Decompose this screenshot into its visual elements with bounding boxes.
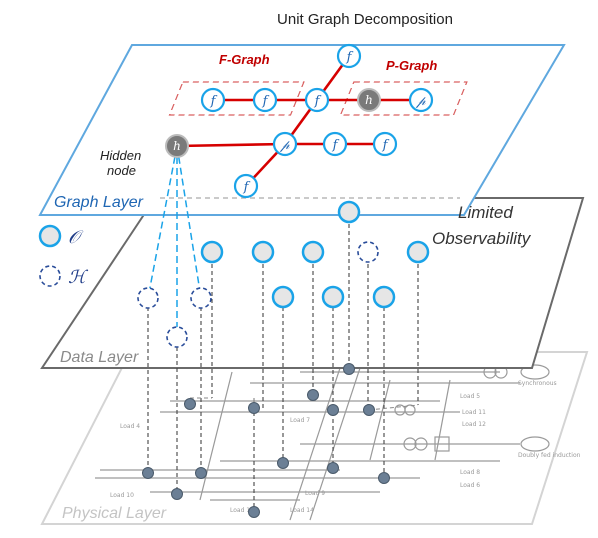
physical-points (142, 363, 390, 518)
p-graph-box (339, 81, 468, 116)
hidden-data-node (357, 241, 379, 263)
physical-layer: Load 10 Load 9 Load 4 Load 11 Load 12 Lo… (40, 351, 589, 525)
legend-hidden-symbol: ℋ (68, 267, 89, 288)
physical-point (277, 457, 289, 469)
physical-point (363, 404, 375, 416)
hidden-data-node (190, 287, 212, 309)
factor-node: f (200, 87, 226, 113)
phys-label: Load 8 (460, 469, 480, 476)
observed-data-node (321, 285, 345, 309)
phys-label: Load 14 (290, 507, 314, 514)
physical-point (248, 506, 260, 518)
physical-point (171, 488, 183, 500)
phys-label: Load 5 (460, 393, 480, 400)
hidden-data-node (166, 326, 188, 348)
legend-hidden-node (39, 265, 61, 287)
physical-point (195, 467, 207, 479)
legend: 𝒪 ℋ (38, 224, 89, 288)
observed-data-node (372, 285, 396, 309)
factor-node: f (252, 87, 278, 113)
phys-label: Load 12 (462, 421, 486, 428)
physical-point (327, 404, 339, 416)
limited-observability-label: Observability (432, 229, 532, 248)
svg-text:𝓅: 𝓅 (279, 138, 290, 153)
physical-point (378, 472, 390, 484)
observed-data-node (337, 200, 361, 224)
phys-label: Load 6 (460, 482, 480, 489)
data-nodes-observed (200, 200, 430, 309)
physical-faint-labels: Load 10 Load 9 Load 4 Load 11 Load 12 Lo… (110, 380, 581, 514)
hidden-data-node (137, 287, 159, 309)
hidden-node-label: node (107, 163, 136, 178)
hidden-node-label: Hidden (100, 148, 141, 163)
diagram-title: Unit Graph Decomposition (277, 11, 453, 28)
observed-data-node (271, 285, 295, 309)
physical-point (343, 363, 355, 375)
factor-node: f (372, 131, 398, 157)
physical-layer-label: Physical Layer (62, 505, 167, 522)
p-graph-label: P-Graph (386, 58, 437, 73)
physical-circuit (95, 355, 550, 521)
f-graph-box (168, 81, 305, 116)
data-layer-label: Data Layer (60, 349, 139, 366)
svg-text:f: f (332, 138, 340, 153)
factor-node: f (304, 87, 330, 113)
phys-label: Load 7 (290, 417, 310, 424)
legend-observed-symbol: 𝒪 (68, 227, 84, 248)
legend-observed-node (38, 224, 62, 248)
phys-label: Load 10 (110, 492, 134, 499)
phys-label: Doubly fed induction (518, 452, 581, 459)
svg-text:f: f (314, 94, 322, 109)
pmu-node: 𝓅 (272, 131, 298, 157)
graph-layer: Graph Layer (38, 44, 566, 216)
physical-point (248, 402, 260, 414)
phys-label: Load 4 (120, 423, 140, 430)
f-graph-label: F-Graph (219, 52, 270, 67)
physical-point (307, 389, 319, 401)
observed-data-node (200, 240, 224, 264)
observed-data-node (251, 240, 275, 264)
data-nodes-hidden (137, 241, 379, 348)
projection-lines (147, 224, 419, 512)
physical-point (327, 462, 339, 474)
factor-node: f (322, 131, 348, 157)
svg-text:h: h (173, 139, 181, 153)
observed-data-node (406, 240, 430, 264)
svg-text:f: f (382, 138, 390, 153)
svg-text:f: f (346, 50, 354, 65)
hidden-graph-node: h (357, 88, 381, 112)
physical-point (184, 398, 196, 410)
factor-node: f (233, 173, 259, 199)
phys-label: Load 11 (462, 409, 486, 416)
hidden-projection-lines (147, 145, 202, 337)
limited-observability-label: Limited (458, 203, 513, 222)
graph-layer-label: Graph Layer (54, 194, 144, 211)
svg-text:f: f (210, 94, 218, 109)
pmu-node: 𝓅 (408, 87, 434, 113)
factor-node: f (336, 43, 362, 69)
svg-text:𝓅: 𝓅 (415, 94, 426, 109)
phys-label: Load 13 (230, 507, 254, 514)
phys-label: Synchronous (518, 380, 557, 387)
observed-data-node (301, 240, 325, 264)
graph-layer-plane (38, 44, 566, 216)
graph-nodes: f f f f h 𝓅 h 𝓅 (165, 43, 434, 199)
physical-point (142, 467, 154, 479)
svg-text:f: f (243, 180, 251, 195)
hidden-graph-node: h (165, 134, 189, 158)
svg-text:f: f (262, 94, 270, 109)
svg-text:h: h (365, 93, 373, 107)
phys-label: Load 9 (305, 490, 325, 497)
